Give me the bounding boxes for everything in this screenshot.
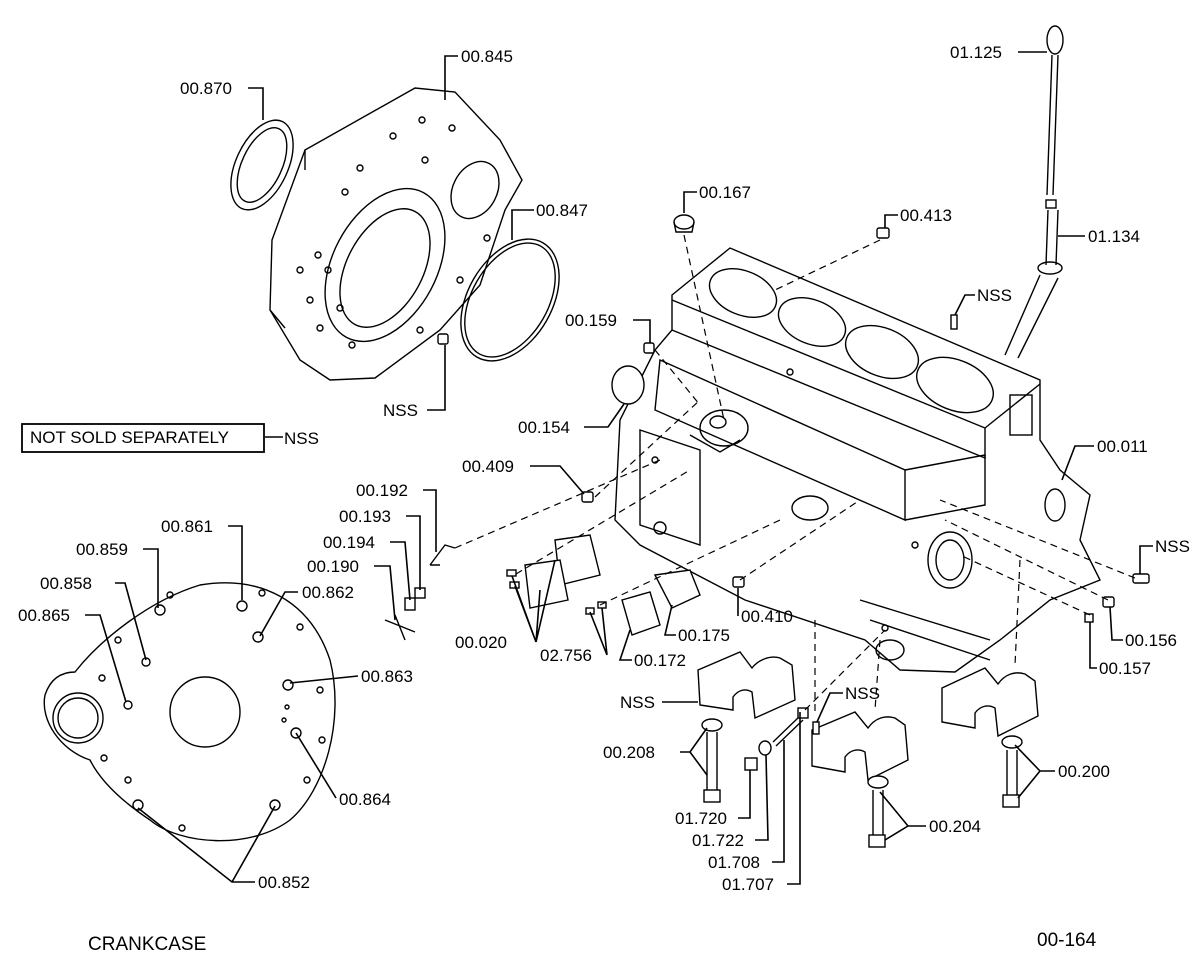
rear-main-seal (230, 119, 294, 211)
legend: NOT SOLD SEPARATELY NSS (21, 423, 319, 453)
label-00861: 00.861 (161, 517, 213, 536)
label-01125: 01.125 (950, 43, 1002, 62)
label-00410: 00.410 (741, 607, 793, 626)
label-00859: 00.859 (76, 540, 128, 559)
engine-block (614, 247, 1101, 673)
oil-dipstick (1004, 25, 1064, 359)
label-00845: 00.845 (461, 47, 513, 66)
label-00204: 00.204 (929, 817, 981, 836)
label-00865: 00.865 (18, 606, 70, 625)
label-00870: 00.870 (180, 79, 232, 98)
page-code: 00-164 (1037, 930, 1097, 951)
label-nss-right: NSS (1155, 537, 1190, 556)
label-00156: 00.156 (1125, 631, 1177, 650)
label-00167: 00.167 (699, 183, 751, 202)
label-00409: 00.409 (462, 457, 514, 476)
label-00200: 00.200 (1058, 762, 1110, 781)
legend-box-text: NOT SOLD SEPARATELY (30, 428, 229, 447)
label-nss-cap1: NSS (620, 693, 655, 712)
legend-abbrev: NSS (284, 429, 319, 448)
label-00208: 00.208 (603, 743, 655, 762)
label-00172: 00.172 (634, 651, 686, 670)
label-00194: 00.194 (323, 533, 375, 552)
assembly-lines (454, 234, 1136, 715)
leader-lines (85, 51, 1153, 885)
main-bearing-caps (697, 651, 1039, 848)
label-00847: 00.847 (536, 201, 588, 220)
label-00175: 00.175 (678, 626, 730, 645)
label-01707: 01.707 (722, 875, 774, 894)
label-00192: 00.192 (356, 481, 408, 500)
diagram-caption: CRANKCASE (88, 934, 206, 955)
label-nss-top: NSS (977, 286, 1012, 305)
engine-adapter-plate (43, 582, 336, 842)
label-00020: 00.020 (455, 633, 507, 652)
label-nss-cap2: NSS (845, 684, 880, 703)
label-00864: 00.864 (339, 790, 391, 809)
o-ring-seal (460, 238, 560, 362)
label-00858: 00.858 (40, 574, 92, 593)
label-00193: 00.193 (339, 507, 391, 526)
label-01720: 01.720 (675, 809, 727, 828)
label-00413: 00.413 (900, 206, 952, 225)
block-small-parts (384, 214, 1150, 641)
label-00190: 00.190 (307, 557, 359, 576)
label-02756: 02.756 (540, 646, 592, 665)
label-00852: 00.852 (258, 873, 310, 892)
label-01708: 01.708 (708, 853, 760, 872)
part-labels: 00.845 00.870 00.847 NSS 01.125 01.134 0… (18, 43, 1190, 894)
label-nss-flywheel: NSS (383, 401, 418, 420)
label-00011: 00.011 (1097, 437, 1148, 456)
label-00862: 00.862 (302, 583, 354, 602)
flywheel-housing-plate (269, 87, 523, 381)
legend-box (21, 423, 265, 453)
label-00157: 00.157 (1099, 659, 1151, 678)
label-01722: 01.722 (692, 831, 744, 850)
label-00863: 00.863 (361, 667, 413, 686)
label-01134: 01.134 (1088, 227, 1140, 246)
label-00159: 00.159 (565, 311, 617, 330)
label-00154: 00.154 (518, 418, 570, 437)
